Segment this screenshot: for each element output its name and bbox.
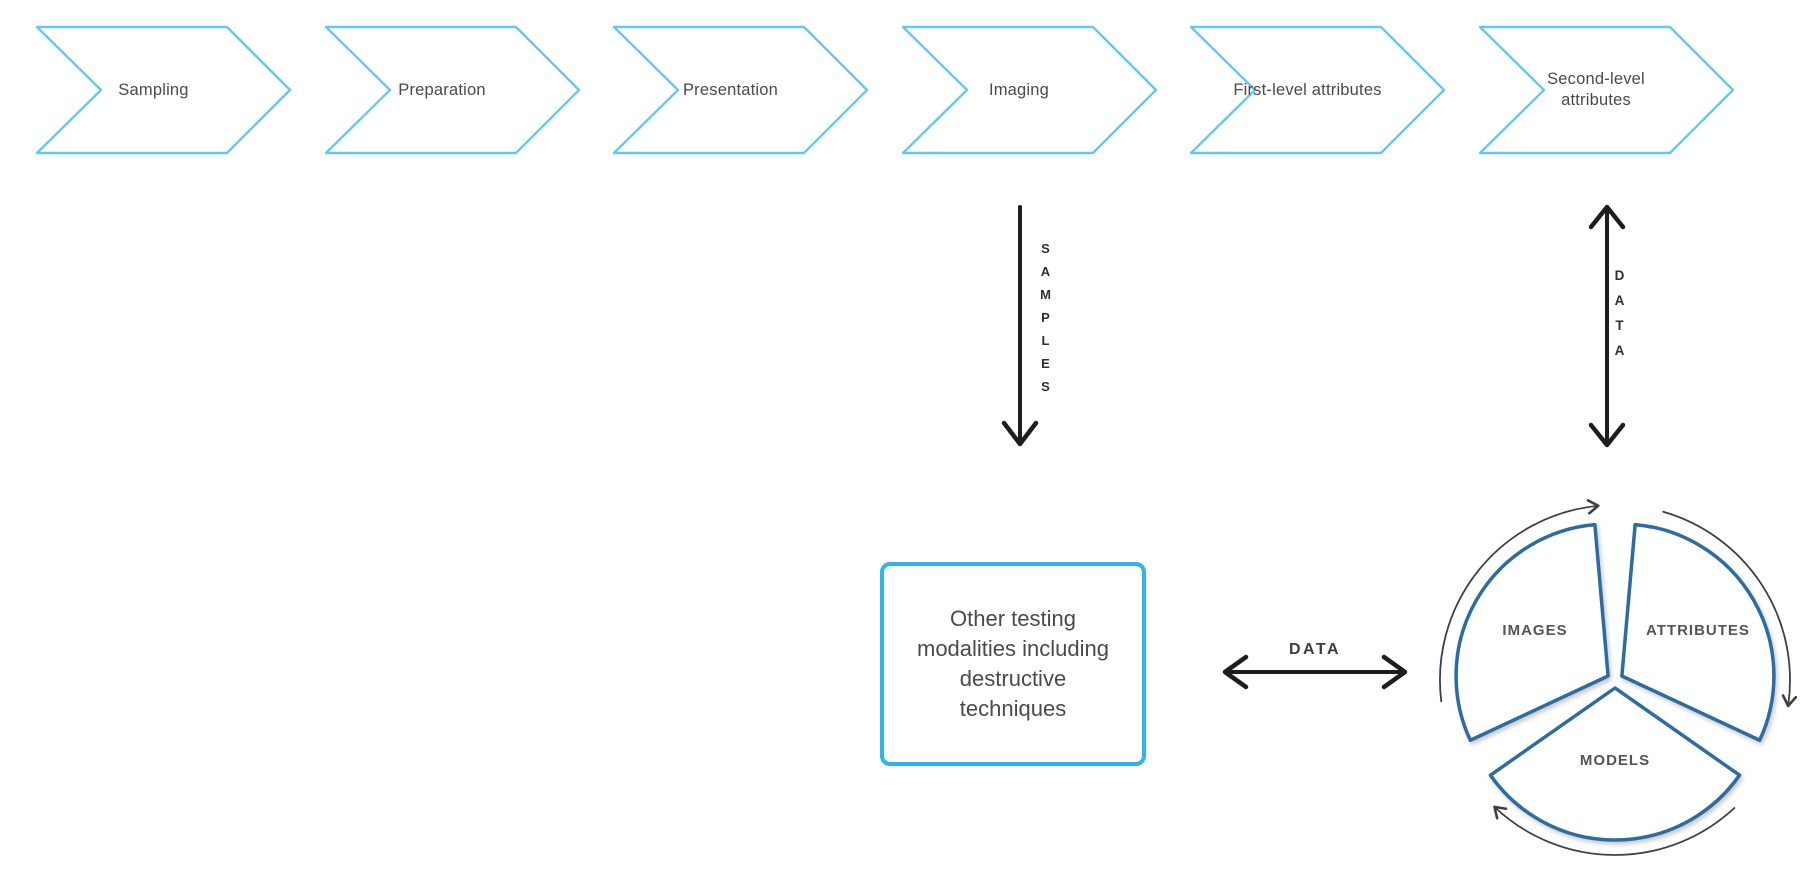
segment-attributes-shape	[1620, 522, 1776, 742]
segment-models-shape	[1488, 686, 1742, 842]
process-step-label: Second-level attributes	[1547, 70, 1645, 109]
chevron-shape-icon	[324, 25, 580, 155]
segment-label-attributes: ATTRIBUTES	[1646, 622, 1750, 639]
process-step-sampling: Sampling	[35, 25, 292, 155]
process-step-label: First-level attributes	[1233, 80, 1382, 99]
process-step-label: Preparation	[398, 80, 486, 99]
samples-down-arrow-icon	[1001, 205, 1039, 447]
process-step-label: Sampling	[118, 80, 189, 99]
chevron-shape-icon	[35, 25, 292, 155]
other-testing-box: Other testing modalities including destr…	[880, 562, 1146, 766]
process-step-presentation: Presentation	[612, 25, 869, 155]
chevron-shape-icon	[901, 25, 1157, 155]
process-step-imaging: Imaging	[901, 25, 1158, 155]
process-step-first-level-attributes: First-level attributes	[1189, 25, 1446, 155]
other-testing-box-text: Other testing modalities including destr…	[917, 606, 1109, 721]
cycle-arrow-top-left-icon	[1439, 499, 1600, 703]
data-vertical-arrow-label: DATA	[1612, 268, 1627, 368]
process-step-second-level-attributes: Second-level attributes	[1478, 25, 1735, 155]
process-step-label: Imaging	[988, 80, 1050, 99]
process-step-preparation: Preparation	[324, 25, 581, 155]
chevron-shape-icon	[612, 25, 869, 155]
cycle-arrow-right-icon	[1662, 510, 1798, 708]
chevron-shape-icon	[1189, 25, 1446, 155]
data-horizontal-arrow-label: DATA	[1288, 641, 1342, 658]
data-horizontal-double-arrow-icon	[1222, 654, 1408, 690]
cycle-arrow-bottom-icon	[1493, 805, 1736, 856]
segment-label-models: MODELS	[1579, 752, 1651, 769]
process-step-label: Presentation	[682, 80, 779, 99]
segment-images-shape	[1454, 522, 1610, 742]
samples-arrow-label: SAMPLES	[1038, 241, 1053, 402]
chevron-shape-icon	[1478, 25, 1734, 155]
cycle-diagram	[1439, 499, 1798, 856]
segment-label-images: IMAGES	[1502, 622, 1568, 639]
data-vertical-double-arrow-icon	[1588, 204, 1626, 448]
process-flow: Sampling Preparation Presentation Imagin…	[35, 25, 1735, 155]
